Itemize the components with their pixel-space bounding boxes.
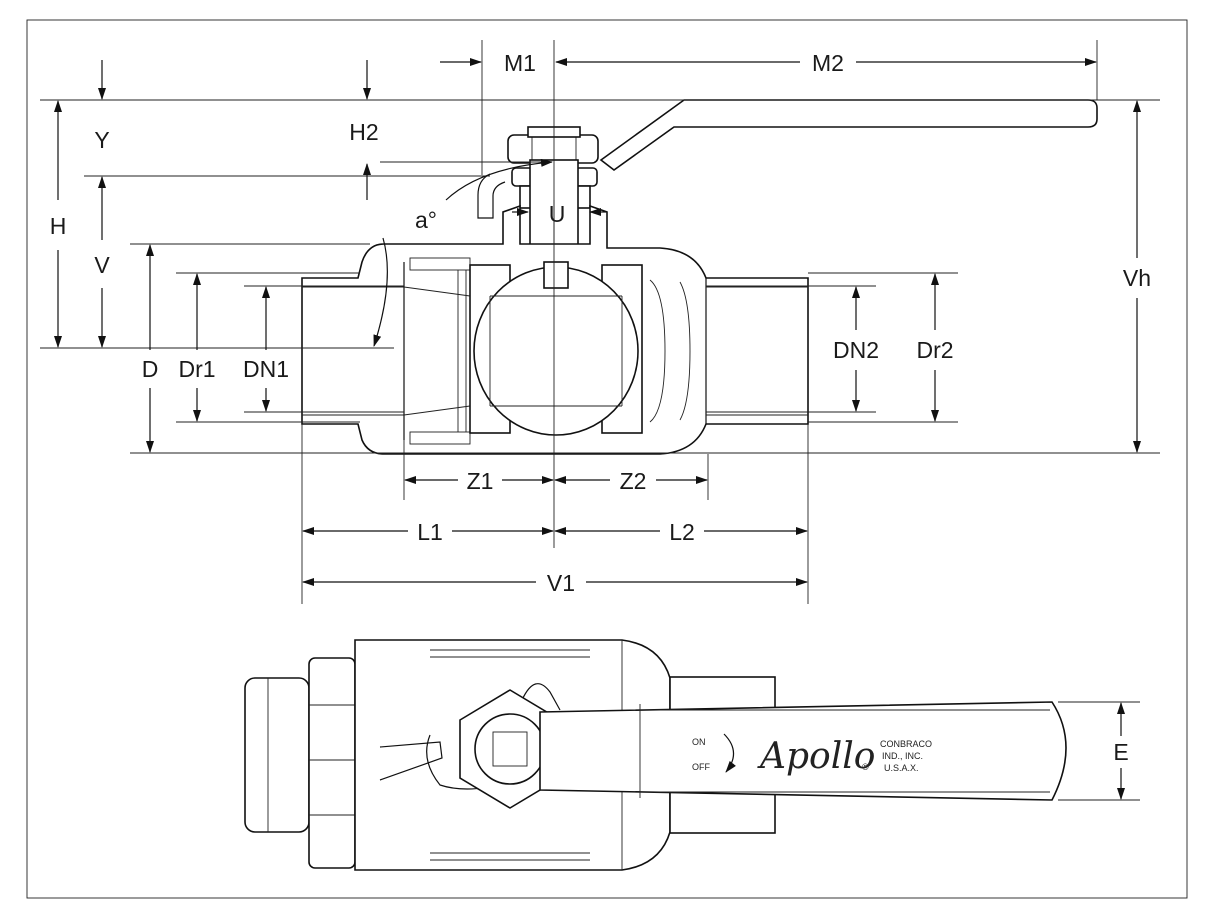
dim-label-z1: Z1 xyxy=(467,468,494,494)
dim-label-dr1: Dr1 xyxy=(178,356,215,382)
handle-lever xyxy=(599,99,1098,171)
marking-off: OFF xyxy=(692,762,710,772)
valve-side-view xyxy=(301,40,1098,548)
dim-label-y: Y xyxy=(94,127,109,153)
dim-label-z2: Z2 xyxy=(620,468,647,494)
maker-line-1: CONBRACO xyxy=(880,739,932,749)
dimensions: M1 M2 Y H2 H V a° U D Dr1 xyxy=(40,40,1160,604)
dim-label-vh: Vh xyxy=(1123,265,1151,291)
dim-label-e: E xyxy=(1113,739,1128,765)
stem-nut xyxy=(507,134,599,164)
dim-label-l2: L2 xyxy=(669,519,695,545)
dim-label-h: H xyxy=(50,213,67,239)
handle-stop xyxy=(477,173,506,219)
dim-label-v1: V1 xyxy=(547,570,575,596)
dim-label-v: V xyxy=(94,252,110,278)
rotation-arrow xyxy=(723,733,736,773)
dim-label-u: U xyxy=(549,201,566,227)
valve-ball xyxy=(473,266,639,436)
dim-label-a: a° xyxy=(415,207,437,233)
valve-top-view: ON OFF Apollo ® CONBRACO IND., INC. U.S.… xyxy=(244,639,1140,871)
dim-label-l1: L1 xyxy=(417,519,443,545)
dim-label-dr2: Dr2 xyxy=(916,337,953,363)
dim-label-dn2: DN2 xyxy=(833,337,879,363)
top-handle xyxy=(539,701,1067,801)
maker-line-2: IND., INC. xyxy=(882,751,923,761)
dim-label-d: D xyxy=(142,356,159,382)
drawing-frame xyxy=(26,19,1188,899)
angle-arc xyxy=(373,237,388,347)
dim-label-m2: M2 xyxy=(812,50,844,76)
dim-label-m1: M1 xyxy=(504,50,536,76)
maker-line-3: U.S.A.X. xyxy=(884,763,919,773)
brand-registered: ® xyxy=(862,762,869,772)
brand-logo: Apollo xyxy=(757,736,875,777)
dim-label-dn1: DN1 xyxy=(243,356,289,382)
dim-label-h2: H2 xyxy=(349,119,378,145)
marking-on: ON xyxy=(692,737,706,747)
